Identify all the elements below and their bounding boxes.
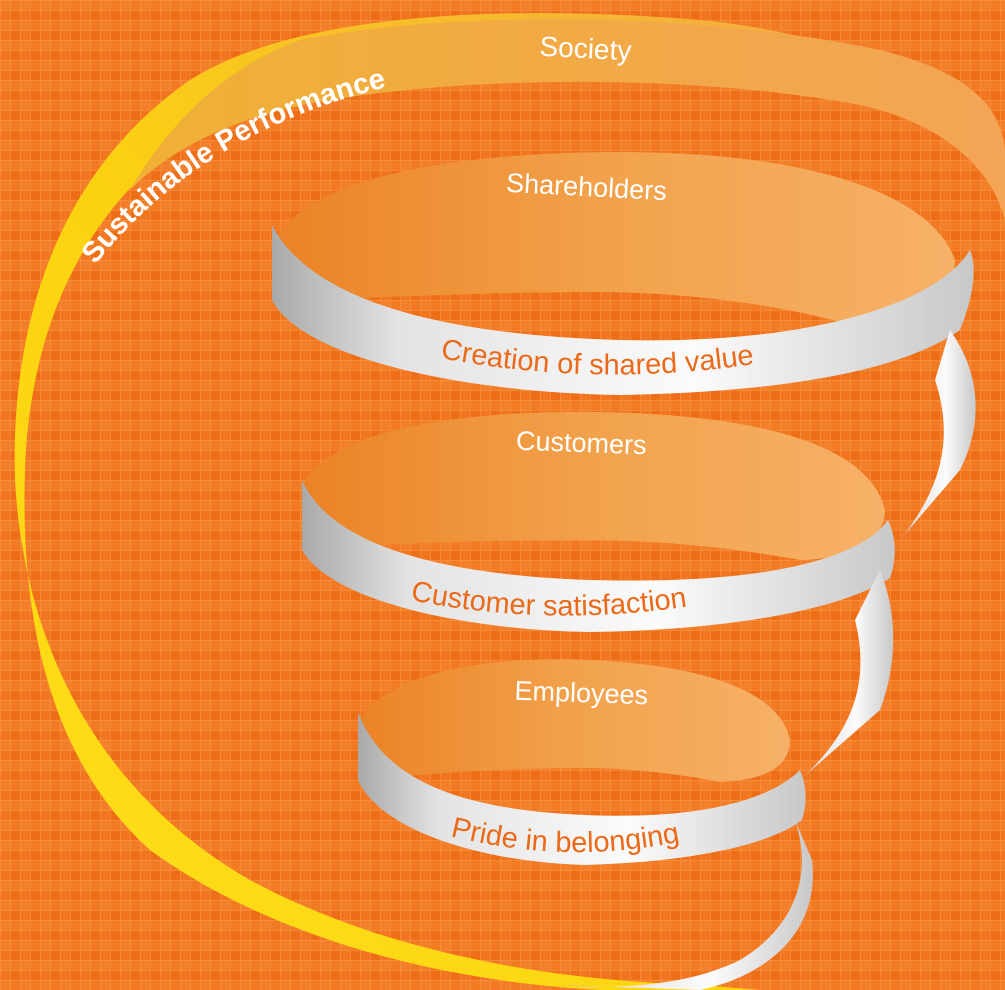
ring-1-band bbox=[272, 225, 974, 395]
outer-ribbon-top bbox=[130, 19, 1005, 221]
level-3-top-label: Customers bbox=[516, 426, 647, 461]
ring-3-band bbox=[358, 712, 806, 865]
ring-2-side bbox=[800, 570, 894, 780]
ring-2-inner bbox=[302, 411, 885, 560]
ring-2-band bbox=[302, 480, 895, 632]
level-1-top-label: Society bbox=[539, 31, 632, 67]
ring-3-inner bbox=[358, 659, 790, 782]
ring-1-inner bbox=[272, 152, 955, 322]
level-4-top-label: Employees bbox=[514, 676, 649, 711]
ring-1-side bbox=[900, 330, 976, 540]
